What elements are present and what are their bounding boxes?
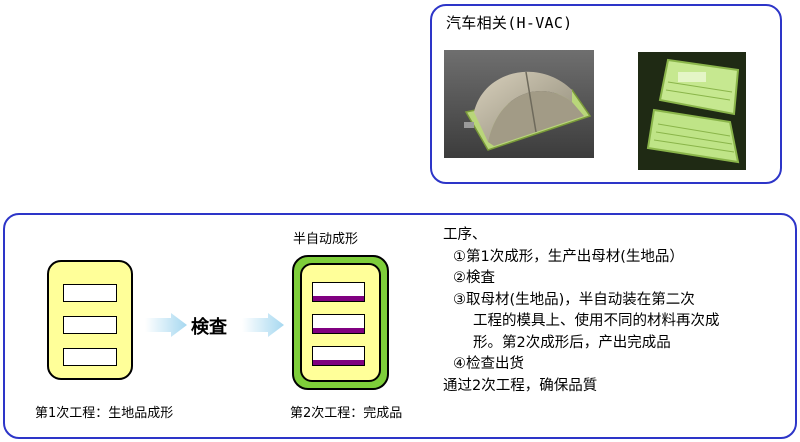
stage2-mold-tray	[292, 255, 389, 390]
stage2-caption: 第2次工程：完成品	[290, 406, 403, 421]
dome-cover-photo	[444, 50, 594, 158]
process-arrow-icon	[145, 313, 187, 337]
notes-title: 工序、	[443, 227, 487, 243]
note-step3-cont: 形。第2次成形后，产出完成品	[473, 334, 671, 351]
note-step3-cont: 工程的模具上、使用不同的材料再次成	[473, 313, 720, 329]
mold-slot	[312, 346, 365, 366]
inspection-label: 検査	[191, 317, 227, 338]
mold-slot	[63, 316, 117, 334]
second-material-layer	[313, 328, 364, 333]
note-step3: ③取母材(生地品)，半自动装在第二次	[453, 291, 695, 308]
semi-auto-label: 半自动成形	[293, 232, 359, 247]
stage1-mold-tray	[47, 260, 133, 380]
notes-summary: 通过2次工程，确保品質	[443, 377, 598, 394]
process-panel: 検査 半自动成形 第1次工程：生地品成形 第2次工程：完成品 工序、 ①第1次成…	[3, 213, 797, 439]
mold-slot	[312, 282, 365, 302]
hvac-panel: 汽车相关(H-VAC)	[430, 4, 782, 184]
hvac-panel-title: 汽车相关(H-VAC)	[446, 14, 573, 32]
mold-slot	[63, 284, 117, 302]
note-step1: ①第1次成形，生产出母材(生地品）	[453, 248, 684, 265]
note-step4: ④检查出货	[453, 356, 524, 372]
mold-slot	[312, 314, 365, 334]
stage2-mold-insert	[300, 263, 381, 382]
process-notes: 工序、 ①第1次成形，生产出母材(生地品） ②検査 ③取母材(生地品)，半自动装…	[443, 225, 793, 397]
mold-slot	[63, 348, 117, 366]
second-material-layer	[313, 296, 364, 301]
stage1-caption: 第1次工程：生地品成形	[35, 406, 174, 421]
green-frame-photo	[638, 52, 746, 170]
second-material-layer	[313, 360, 364, 365]
note-step2: ②検査	[453, 270, 495, 286]
process-arrow-icon	[242, 313, 284, 337]
